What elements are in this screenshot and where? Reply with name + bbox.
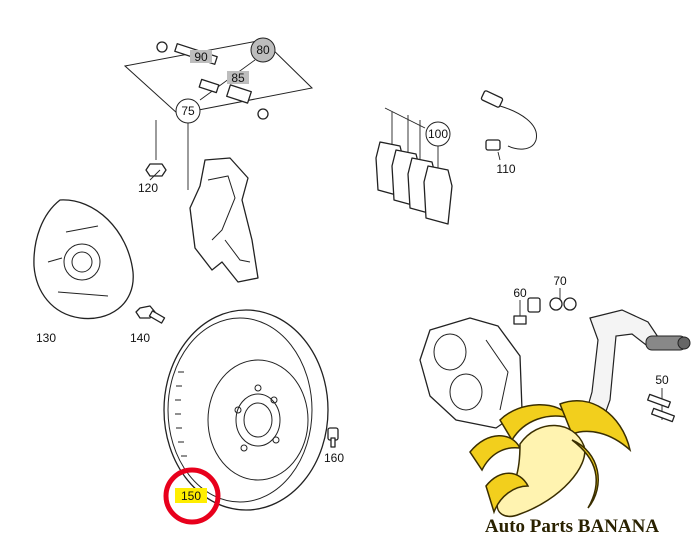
screw-160: 160 bbox=[324, 427, 344, 465]
splash-shield-130: 130 bbox=[33, 199, 134, 345]
bolt-120: 120 bbox=[138, 163, 167, 195]
callout-90: 90 bbox=[190, 50, 212, 64]
callout-100-label: 100 bbox=[428, 127, 448, 141]
callout-85: 85 bbox=[227, 71, 249, 85]
callout-120-label: 120 bbox=[138, 181, 158, 195]
pin-set-50: 50 bbox=[646, 373, 676, 423]
highlight-ring bbox=[163, 467, 221, 525]
bolt-140: 140 bbox=[130, 305, 166, 345]
brake-pads-100: 100 bbox=[375, 107, 453, 225]
callout-160-label: 160 bbox=[324, 451, 344, 465]
callout-90-label: 90 bbox=[194, 50, 208, 64]
callout-110-label: 110 bbox=[496, 162, 515, 176]
callout-75: 75 bbox=[175, 98, 201, 124]
callout-150-highlight: 150 bbox=[163, 467, 221, 525]
brand-wordmark: Auto Parts BANANA bbox=[485, 516, 659, 537]
callout-85-label: 85 bbox=[231, 71, 245, 85]
wear-sensor-110: 110 bbox=[480, 90, 537, 176]
callout-80: 80 bbox=[250, 37, 276, 63]
callout-70-label: 70 bbox=[553, 274, 567, 288]
callout-130-label: 130 bbox=[36, 331, 56, 345]
brake-disc-150 bbox=[163, 309, 329, 511]
banana-logo-icon bbox=[469, 309, 691, 518]
callout-140-label: 140 bbox=[130, 331, 150, 345]
callout-60-label: 60 bbox=[513, 286, 527, 300]
caliper-bracket bbox=[189, 157, 259, 283]
callout-80-label: 80 bbox=[256, 43, 270, 57]
brake-caliper bbox=[419, 317, 523, 429]
callout-50-label: 50 bbox=[655, 373, 669, 387]
callout-150-label: 150 bbox=[181, 489, 201, 503]
bleeder-parts: 60 70 bbox=[513, 274, 577, 325]
callout-75-label: 75 bbox=[181, 104, 195, 118]
